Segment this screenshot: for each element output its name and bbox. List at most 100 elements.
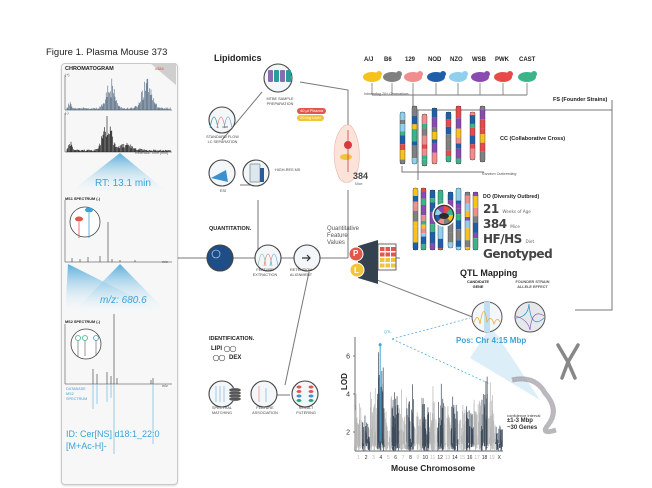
chromosome-segment [480, 109, 485, 120]
step-feature-association[interactable]: FEATURE ASSOCIATION [248, 406, 282, 416]
chromosome-segment [400, 124, 405, 132]
chromosome-segment [422, 155, 427, 160]
corner-badge: x384 [155, 66, 164, 71]
ms1-axis-label: m/z [162, 260, 168, 264]
quantitation-circle [206, 244, 234, 272]
chromosome-segment [430, 202, 435, 213]
db-line-1: DATABASE [66, 387, 86, 391]
badge-p-circle [348, 246, 364, 262]
chromosome-segment [413, 235, 418, 243]
chromosome-segment [432, 108, 437, 118]
do-stat-value: Genotyped [483, 247, 553, 261]
liver-pill: 20 mg Liver [297, 115, 324, 121]
step-retention-alignment[interactable]: RETENTION ALIGNMENT [286, 268, 316, 278]
dashed-link [391, 317, 471, 340]
ms2-zoom-circle [70, 328, 102, 360]
cc-chromosome [399, 111, 406, 165]
chromosome-segment [465, 228, 470, 241]
extraction-peak [257, 253, 267, 267]
extraction-peak [263, 253, 273, 267]
mouse-head [484, 71, 490, 77]
qfv-line: Quantitative [327, 226, 360, 232]
chromosome-segment [438, 190, 443, 201]
mouse-head [462, 71, 468, 77]
chromosome-segment [430, 243, 435, 250]
chromosome-segment [422, 114, 427, 124]
qtl-peak-marker [378, 343, 382, 347]
do-stat-value: 384 [483, 217, 507, 231]
lipid-id-line-2: [M+Ac-H]- [66, 441, 107, 451]
lipid-id-line-1: ID: Cer[NS] d18:1_22:0 [66, 429, 160, 439]
chromosome-segment [413, 226, 418, 236]
database-spectrum-label: DATABASE MS2 SPECTRUM [66, 387, 96, 402]
lc-peak [223, 116, 233, 129]
chromosome-segment [421, 224, 426, 229]
chromosome-segment [430, 190, 435, 199]
chromosome-outline [420, 187, 427, 251]
esi-needle [211, 170, 228, 182]
chromosome-segment [422, 159, 427, 165]
trace-b-label: (-) [65, 111, 69, 115]
zoom-cone [470, 332, 540, 400]
mouse-anatomy [333, 124, 360, 183]
c18-label: C18 [222, 125, 228, 129]
filter-dot [296, 390, 302, 393]
table-cell [385, 263, 390, 268]
dashed-link [391, 338, 491, 385]
step-label: MTBE SAMPLE [266, 97, 294, 101]
step-sample-prep[interactable]: MTBE SAMPLE PREPARATION [260, 97, 300, 107]
do-chromosome [412, 187, 419, 251]
chromosome-segment [473, 216, 478, 223]
panel-corner [150, 63, 176, 85]
step-label: FEATURE [256, 268, 274, 272]
do-chromosome [464, 191, 471, 251]
chromosome-segment [470, 127, 475, 136]
step-esi[interactable]: ESI [219, 189, 227, 193]
badge-l-circle [349, 262, 365, 278]
feature-association-circle [250, 380, 278, 408]
x-tick-label: X [498, 455, 502, 461]
do-stat-unit: Mice [510, 224, 520, 229]
ae-line: ALLELE EFFECT [517, 285, 548, 289]
chromosome-segment [446, 119, 451, 127]
mouse-head [507, 71, 513, 77]
cg-line: CANDIDATE [466, 280, 490, 284]
step-high-res-ms[interactable]: HIGH-RES MS [275, 168, 301, 172]
chromosome-segment [413, 205, 418, 211]
chromosome-segment [422, 135, 427, 145]
step-feature-extraction[interactable]: FEATURE EXTRACTION [250, 268, 280, 278]
chromosome-segment [470, 144, 475, 149]
do-chromosome [455, 187, 462, 251]
do-chromosome [472, 191, 479, 251]
chromosome-segment [400, 150, 405, 160]
x-tick-label: 8 [409, 455, 412, 461]
mz-label: m/z: 680.6 [100, 295, 147, 306]
mouse-head [417, 71, 423, 77]
db-line-3: SPECTRUM [66, 397, 88, 401]
x-tick-label: 1 [357, 455, 360, 461]
filter-dot [308, 394, 314, 398]
chromosome-segment [446, 112, 451, 120]
step-lc-separation[interactable]: STANDARD FLOW LC SEPARATION [200, 135, 245, 145]
chromosome-segment [430, 198, 435, 203]
x-tick-label: 6 [394, 455, 397, 461]
step-result-filtering[interactable]: RESULT FILTERING [291, 406, 321, 416]
chromosome-outline [445, 111, 452, 163]
x-tick-label: 5 [387, 455, 390, 461]
extraction-peak [269, 253, 279, 267]
allele-effect-circle [514, 301, 546, 333]
table-cell [391, 258, 396, 262]
do-chromosome [420, 187, 427, 251]
chromosome-segment [421, 233, 426, 237]
table-cell [380, 252, 385, 257]
do-chromosome [429, 189, 436, 251]
outbreeding-label: Random Outbreeding [482, 172, 517, 176]
step-label: RETENTION [290, 268, 312, 272]
chromosome-segment [473, 196, 478, 208]
chromosome-segment [412, 106, 417, 116]
table-cell [380, 247, 385, 251]
step-spectral-matching[interactable]: SPECTRAL MATCHING [207, 406, 237, 416]
fragment-icon [93, 335, 99, 341]
chromosome-segment [421, 191, 426, 199]
